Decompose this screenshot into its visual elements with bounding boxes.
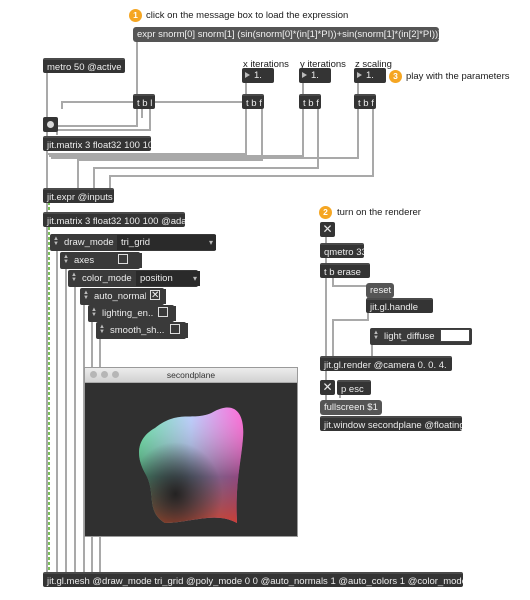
axes-label: axes <box>74 255 95 266</box>
axes-checkbox-cell <box>114 253 142 268</box>
step-1-badge: 1 <box>129 9 142 22</box>
attrui-draw-mode[interactable]: ▲▼ draw_mode tri_grid ▾ <box>50 234 216 251</box>
attrui-light-diffuse[interactable]: ▲▼ light_diffuse <box>370 328 472 345</box>
z-scaling-value: 1. <box>366 70 374 81</box>
step-2-badge: 2 <box>319 206 332 219</box>
p-esc-object[interactable]: p esc <box>337 380 371 395</box>
bang-button[interactable] <box>43 117 58 132</box>
light-diffuse-label: light_diffuse <box>384 331 435 342</box>
lighting-label: lighting_en... <box>102 308 156 319</box>
y-iterations-label: y iterations <box>300 59 346 70</box>
y-iterations-value: 1. <box>311 70 319 81</box>
step-3-comment: play with the parameters <box>406 71 510 82</box>
x-iterations-label: x iterations <box>243 59 289 70</box>
rendered-surface <box>139 407 244 523</box>
metro-object[interactable]: metro 50 @active 1 <box>43 58 125 73</box>
smooth-checkbox-cell <box>166 323 188 338</box>
trigger-tbl[interactable]: t b l <box>133 94 155 109</box>
z-scaling-label: z scaling <box>355 59 392 70</box>
expression-message-box[interactable]: expr snorm[0] snorm[1] (sin(snorm[0]*(in… <box>133 27 439 42</box>
z-scaling-number[interactable]: 1. <box>354 68 386 83</box>
color-mode-label: color_mode <box>82 273 132 284</box>
updown-arrows-icon: ▲▼ <box>63 254 69 265</box>
window-titlebar[interactable]: secondplane <box>85 368 297 383</box>
auto-normals-checkbox[interactable] <box>150 288 160 303</box>
attrui-auto-normals[interactable]: ▲▼ auto_normals <box>80 288 166 305</box>
updown-arrows-icon: ▲▼ <box>71 272 77 283</box>
auto-normals-label: auto_normals <box>94 291 152 302</box>
renderer-toggle[interactable]: ✕ <box>320 222 335 237</box>
x-iterations-value: 1. <box>254 70 262 81</box>
axes-checkbox[interactable] <box>118 254 128 265</box>
step-3-badge: 3 <box>389 70 402 83</box>
lighting-checkbox-cell <box>154 306 176 321</box>
color-mode-value: position <box>140 273 173 284</box>
dropdown-arrow-icon: ▾ <box>208 238 213 247</box>
attrui-color-mode[interactable]: ▲▼ color_mode position ▾ <box>68 270 200 287</box>
zoom-icon[interactable] <box>112 371 119 378</box>
draw-mode-label: draw_mode <box>64 237 114 248</box>
light-diffuse-color-swatch[interactable] <box>440 329 470 342</box>
attrui-lighting-enable[interactable]: ▲▼ lighting_en... <box>88 305 176 322</box>
attrui-axes[interactable]: ▲▼ axes <box>60 252 142 269</box>
number-triangle-icon <box>245 72 250 78</box>
number-triangle-icon <box>302 72 307 78</box>
updown-arrows-icon: ▲▼ <box>83 290 89 301</box>
jit-gl-mesh-object[interactable]: jit.gl.mesh @draw_mode tri_grid @poly_mo… <box>43 572 463 587</box>
close-icon[interactable] <box>90 371 97 378</box>
smooth-shading-label: smooth_sh... <box>110 325 165 336</box>
toggle-x-icon: ✕ <box>322 222 333 236</box>
jit-expr-object[interactable]: jit.expr @inputs 4 <box>43 188 114 203</box>
updown-arrows-icon: ▲▼ <box>53 236 59 247</box>
updown-arrows-icon: ▲▼ <box>91 307 97 318</box>
lighting-checkbox[interactable] <box>158 307 168 318</box>
attrui-smooth-shading[interactable]: ▲▼ smooth_sh... <box>96 322 188 339</box>
jit-window-object[interactable]: jit.window secondplane @floating 1 <box>320 416 462 431</box>
window-title: secondplane <box>166 370 216 380</box>
qmetro-object[interactable]: qmetro 33 <box>320 243 364 258</box>
step-1-comment: click on the message box to load the exp… <box>146 10 349 21</box>
draw-mode-menu[interactable]: tri_grid ▾ <box>117 235 216 250</box>
render-window[interactable]: secondplane <box>84 367 298 537</box>
trigger-tbf-z[interactable]: t b f <box>354 94 376 109</box>
jit-gl-render-object[interactable]: jit.gl.render @camera 0. 0. 4. <box>320 356 452 371</box>
y-iterations-number[interactable]: 1. <box>299 68 331 83</box>
color-mode-menu[interactable]: position ▾ <box>136 271 200 286</box>
step-2-comment: turn on the renderer <box>337 207 421 218</box>
dropdown-arrow-icon: ▾ <box>192 274 197 283</box>
toggle-x-icon: ✕ <box>322 380 333 394</box>
smooth-shading-checkbox[interactable] <box>170 324 180 335</box>
trigger-erase-object[interactable]: t b erase <box>320 263 370 278</box>
draw-mode-value: tri_grid <box>121 237 151 248</box>
updown-arrows-icon: ▲▼ <box>99 324 105 335</box>
trigger-tbf-x[interactable]: t b f <box>242 94 264 109</box>
jit-matrix-object[interactable]: jit.matrix 3 float32 100 100 <box>43 136 151 151</box>
minimize-icon[interactable] <box>101 371 108 378</box>
x-iterations-number[interactable]: 1. <box>242 68 274 83</box>
jit-gl-handle-object[interactable]: jit.gl.handle <box>366 298 433 313</box>
number-triangle-icon <box>357 72 362 78</box>
fullscreen-message-box[interactable]: fullscreen $1 <box>320 400 382 415</box>
updown-arrows-icon: ▲▼ <box>373 330 379 341</box>
trigger-tbf-y[interactable]: t b f <box>299 94 321 109</box>
fullscreen-toggle[interactable]: ✕ <box>320 380 335 395</box>
auto-normals-checkbox-cell <box>146 288 166 304</box>
reset-message-box[interactable]: reset <box>366 283 394 298</box>
jit-matrix-adapt-object[interactable]: jit.matrix 3 float32 100 100 @adapt 1 <box>43 212 185 227</box>
